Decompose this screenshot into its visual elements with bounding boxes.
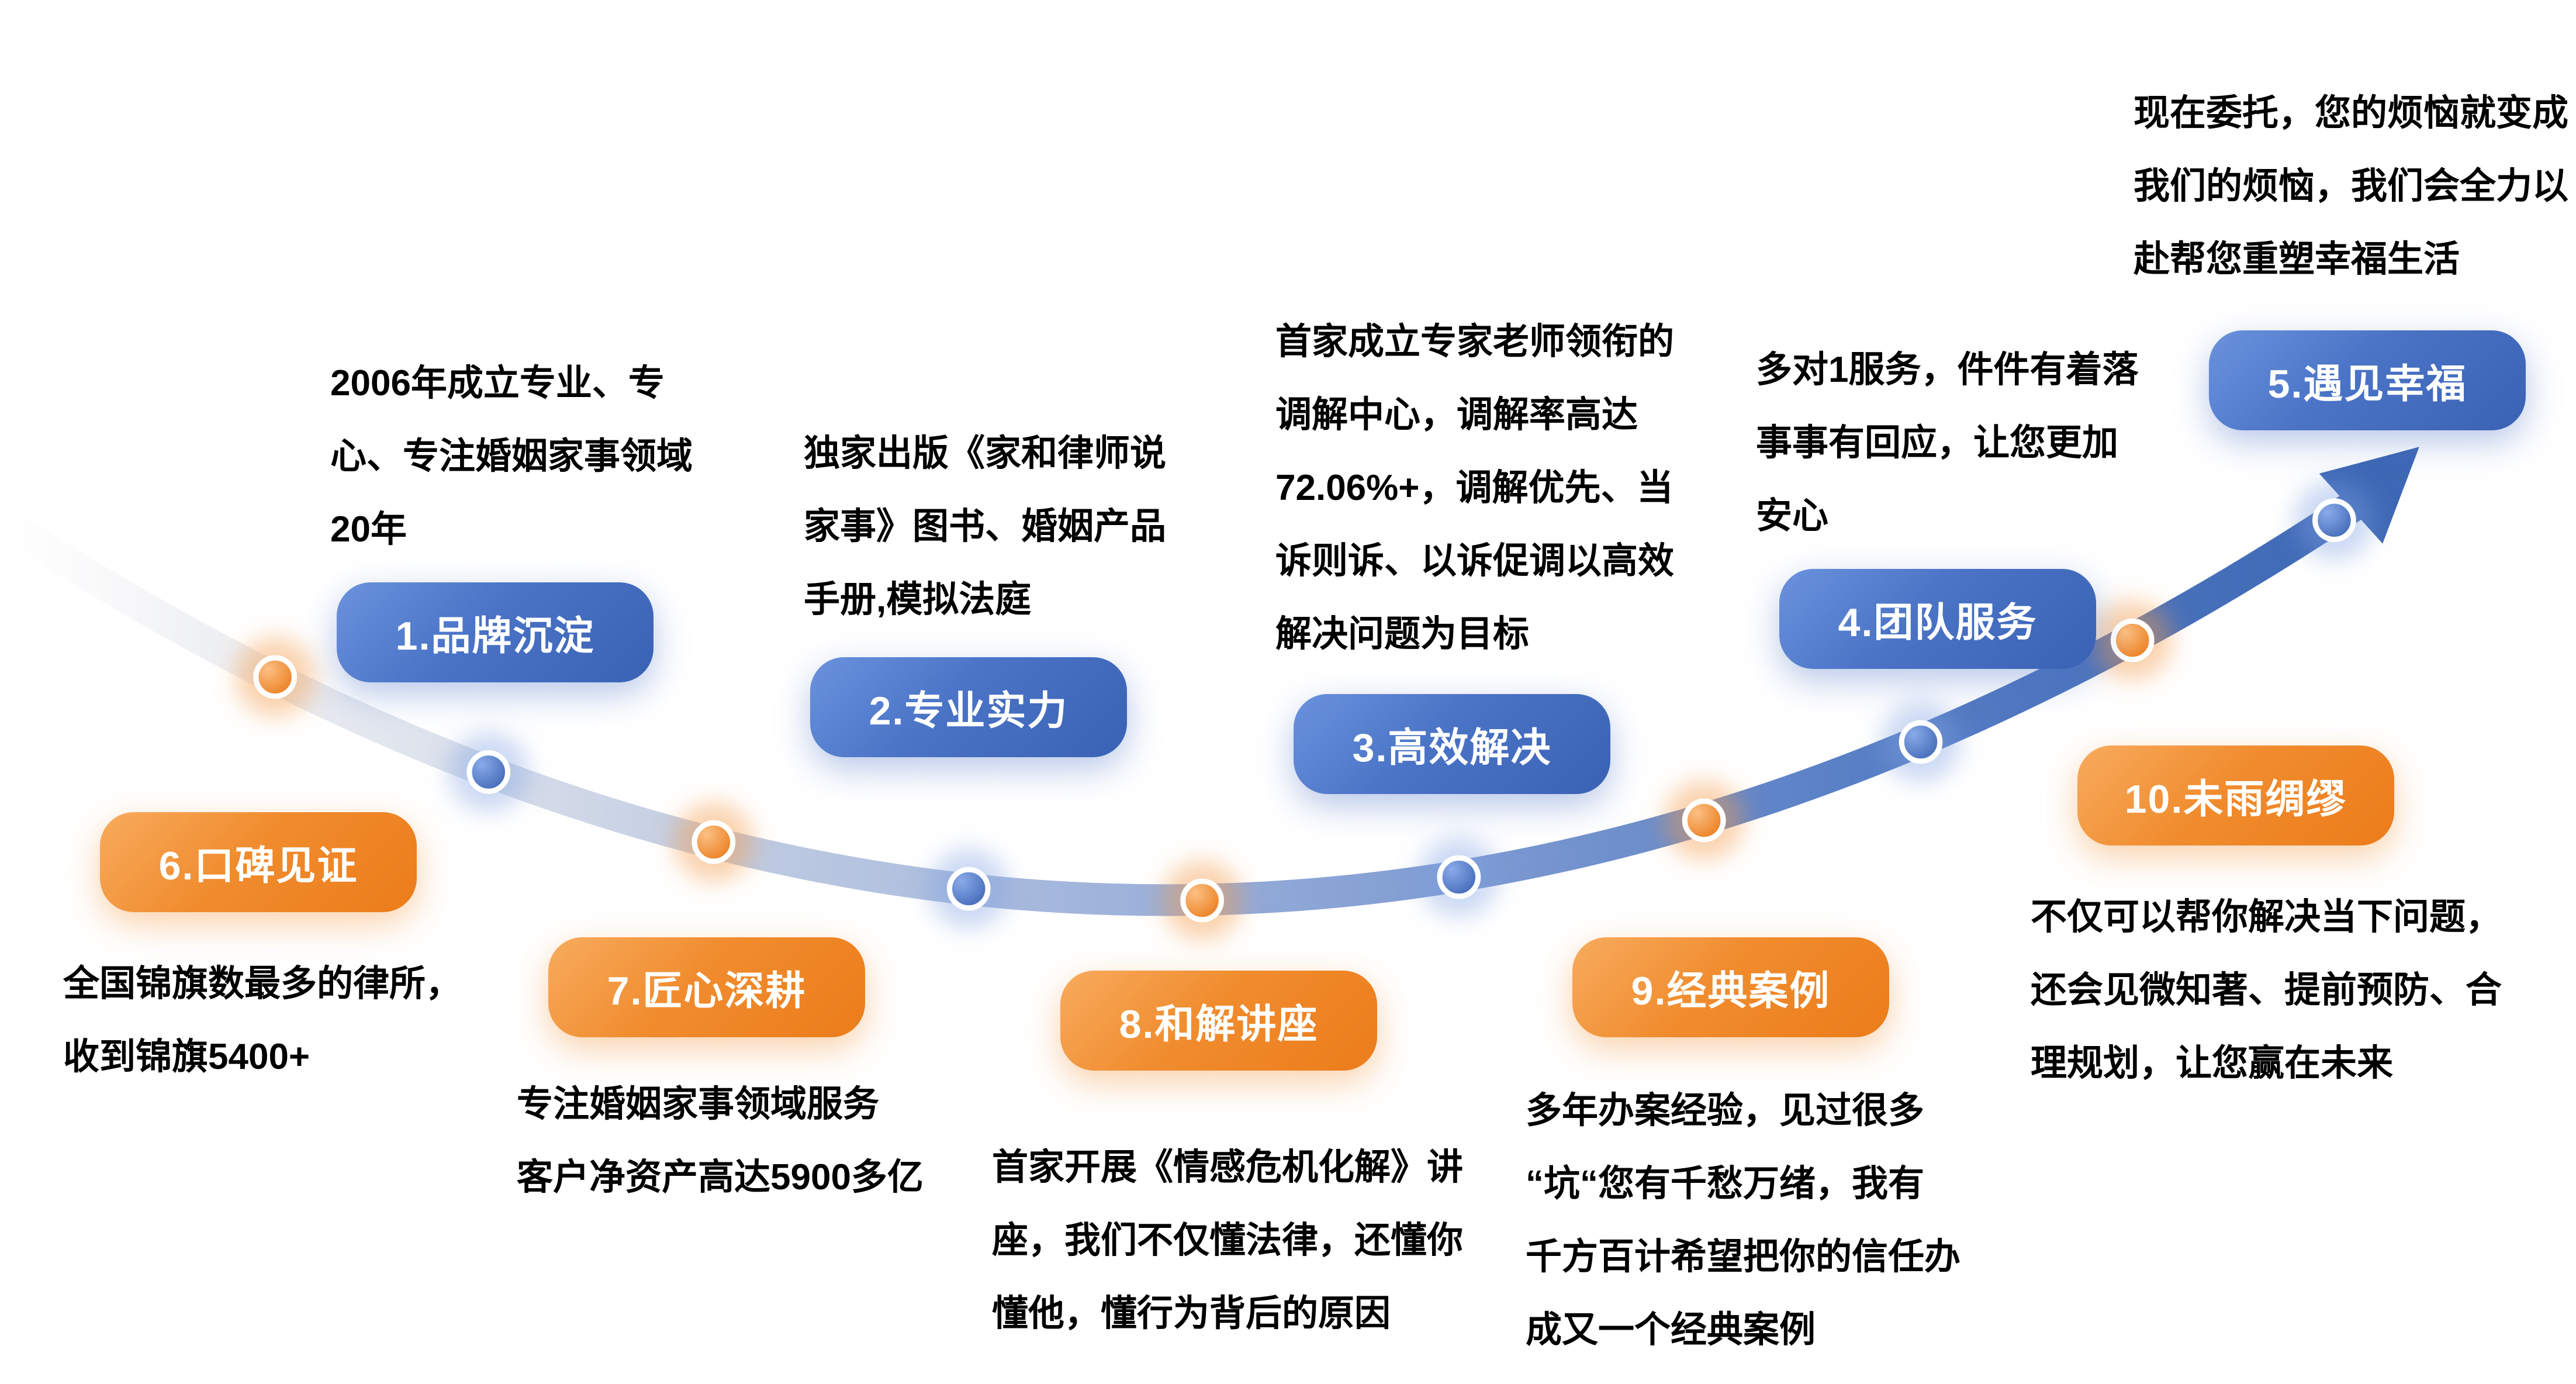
desc-line: 20年 (330, 509, 407, 550)
arrowhead-icon (2319, 447, 2419, 544)
desc-line: 首家成立专家老师领衔的 (1275, 322, 1675, 362)
milestone-desc-1: 2006年成立专业、专心、专注婚姻家事领域 20年 (330, 347, 693, 566)
desc-line: 座，我们不仅懂法律，还懂你 (992, 1220, 1464, 1261)
milestone-pill-8: 8.和解讲座 (1060, 971, 1377, 1071)
milestone-desc-4: 多对1服务，件件有着落事事有回应，让您更加安心 (1756, 333, 2138, 553)
timeline-node-orange (253, 655, 298, 699)
milestone-pill-4: 4.团队服务 (1779, 569, 2096, 669)
desc-line: 懂他，懂行为背后的原因 (992, 1293, 1391, 1334)
milestone-desc-3: 首家成立专家老师领衔的调解中心，调解率高达 72.06%+，调解优先、当诉则诉、以… (1275, 305, 1674, 671)
milestone-desc-9: 多年办案经验，见过很多 “坑“您有千愁万绪，我有千方百计希望把你的信任办成又一个经… (1526, 1074, 1960, 1366)
milestone-desc-2: 独家出版《家和律师说家事》图书、婚姻产品手册,模拟法庭 (804, 417, 1166, 636)
desc-line: 客户净资产高达5900多亿 (517, 1157, 924, 1197)
milestone-pill-6: 6.口碑见证 (100, 812, 417, 912)
desc-line: 事事有回应，让您更加 (1756, 423, 2119, 463)
desc-line: 我们的烦恼，我们会全力以 (2134, 166, 2569, 206)
desc-line: 手册,模拟法庭 (804, 579, 1032, 620)
desc-line: “坑“您有千愁万绪，我有 (1526, 1164, 1925, 1204)
desc-line: 独家出版《家和律师说 (804, 433, 1167, 474)
desc-line: 多对1服务，件件有着落 (1756, 350, 2139, 390)
timeline-node-blue (2312, 498, 2356, 543)
desc-line: 收到锦旗5400+ (63, 1037, 310, 1077)
milestone-desc-8: 首家开展《情感危机化解》讲座，我们不仅懂法律，还懂你懂他，懂行为背后的原因 (992, 1131, 1463, 1350)
desc-line: 还会见微知著、提前预防、合 (2031, 970, 2502, 1010)
desc-line: 多年办案经验，见过很多 (1526, 1090, 1925, 1131)
desc-line: 成又一个经典案例 (1526, 1310, 1816, 1350)
milestone-desc-7: 专注婚姻家事领域服务客户净资产高达5900多亿 (517, 1068, 924, 1214)
timeline-node-blue (946, 867, 991, 911)
desc-line: 解决问题为目标 (1275, 614, 1530, 654)
desc-line: 72.06%+，调解优先、当 (1275, 468, 1673, 508)
desc-line: 家事》图书、婚姻产品 (804, 506, 1167, 547)
timeline-node-orange (1180, 878, 1224, 923)
desc-line: 2006年成立专业、专 (330, 363, 665, 403)
desc-line: 安心 (1756, 496, 1829, 536)
desc-line: 首家开展《情感危机化解》讲 (992, 1147, 1464, 1188)
desc-line: 不仅可以帮你解决当下问题， (2031, 897, 2502, 937)
desc-line: 调解中心，调解率高达 (1275, 395, 1638, 435)
desc-line: 理规划，让您赢在未来 (2031, 1043, 2394, 1083)
milestone-pill-10: 10.未雨绸缪 (2077, 746, 2394, 845)
desc-line: 心、专注婚姻家事领域 (330, 436, 693, 477)
timeline-node-orange (691, 820, 736, 864)
milestone-pill-5: 5.遇见幸福 (2209, 330, 2526, 430)
desc-line: 全国锦旗数最多的律所， (63, 964, 462, 1004)
desc-line: 千方百计希望把你的信任办 (1526, 1237, 1961, 1277)
timeline-node-blue (1899, 720, 1943, 764)
desc-line: 诉则诉、以诉促调以高效 (1275, 541, 1675, 581)
timeline-node-orange (1682, 798, 1726, 843)
timeline-node-blue (1437, 855, 1481, 899)
milestone-desc-6: 全国锦旗数最多的律所， 收到锦旗5400+ (63, 947, 462, 1093)
milestone-pill-2: 2.专业实力 (810, 657, 1127, 757)
milestone-pill-7: 7.匠心深耕 (548, 937, 865, 1037)
milestone-desc-5: 现在委托，您的烦恼就变成我们的烦恼，我们会全力以赴帮您重塑幸福生活 (2134, 77, 2568, 296)
milestone-desc-10: 不仅可以帮你解决当下问题， 还会见微知著、提前预防、合理规划，让您赢在未来 (2031, 881, 2502, 1100)
milestone-pill-9: 9.经典案例 (1572, 937, 1889, 1037)
milestone-pill-3: 3.高效解决 (1294, 694, 1610, 794)
timeline-node-blue (466, 750, 511, 794)
timeline-node-orange (2110, 618, 2155, 662)
desc-line: 专注婚姻家事领域服务 (517, 1084, 880, 1124)
milestone-pill-1: 1.品牌沉淀 (337, 582, 653, 682)
desc-line: 现在委托，您的烦恼就变成 (2134, 93, 2569, 133)
desc-line: 赴帮您重塑幸福生活 (2134, 239, 2460, 279)
